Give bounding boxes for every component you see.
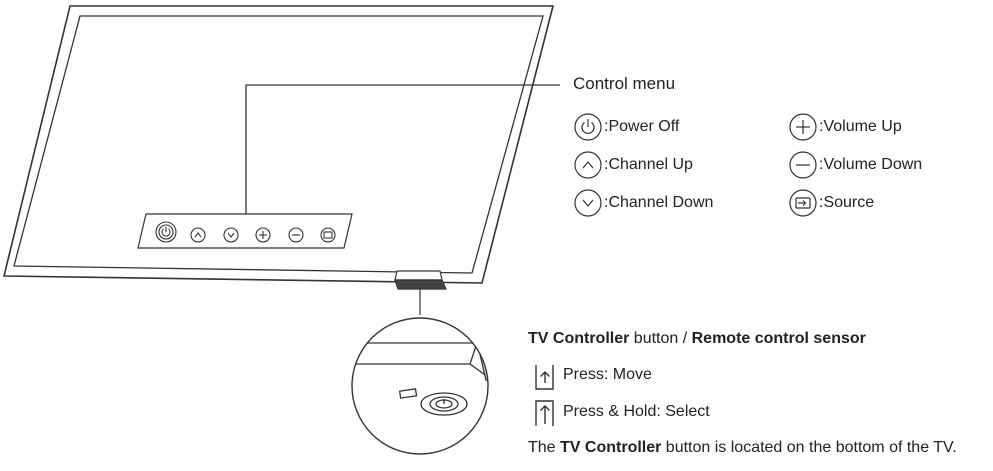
bar-minus-icon xyxy=(288,227,304,243)
heading-tv-controller: TV Controller xyxy=(528,330,630,347)
note-tv-controller: TV Controller xyxy=(560,439,662,456)
chevron-up-icon xyxy=(574,151,602,179)
control-bar-icons xyxy=(155,221,336,243)
note-prefix: The xyxy=(528,439,561,456)
power-icon xyxy=(574,113,602,141)
press-move-icon xyxy=(535,365,554,390)
magnifier-ring xyxy=(351,317,489,455)
bar-chevron-down-icon xyxy=(223,227,239,243)
controller-heading: TV Controller button / Remote control se… xyxy=(528,331,866,347)
source-label: :Source xyxy=(819,194,875,211)
bar-power-icon xyxy=(155,221,177,243)
tv-outer-frame xyxy=(2,5,555,284)
note-suffix: button is located on the bottom of the T… xyxy=(661,439,957,456)
heading-remote-sensor: Remote control sensor xyxy=(691,330,866,347)
control-menu-leader-line xyxy=(245,84,560,214)
source-icon xyxy=(789,189,817,217)
control-menu-title: Control menu xyxy=(573,74,676,93)
channel-up-label: :Channel Up xyxy=(604,156,693,173)
bar-plus-icon xyxy=(255,227,271,243)
magnifier-detail xyxy=(352,342,488,416)
controller-location-note: The TV Controller button is located on t… xyxy=(528,440,957,456)
bar-source-icon xyxy=(320,227,336,243)
tv-screen xyxy=(13,15,544,274)
minus-icon xyxy=(789,151,817,179)
power-off-label: :Power Off xyxy=(604,118,680,135)
chevron-down-icon xyxy=(574,189,602,217)
heading-separator: button / xyxy=(629,330,692,347)
channel-down-label: :Channel Down xyxy=(604,194,714,211)
volume-down-label: :Volume Down xyxy=(819,156,923,173)
tv-controller-box xyxy=(394,270,447,290)
control-menu-bar xyxy=(137,213,353,249)
press-hold-icon xyxy=(535,400,554,426)
plus-icon xyxy=(789,113,817,141)
volume-up-label: :Volume Up xyxy=(819,118,902,135)
press-move-label: Press: Move xyxy=(563,366,652,383)
press-hold-label: Press & Hold: Select xyxy=(563,403,710,420)
bar-chevron-up-icon xyxy=(190,227,206,243)
